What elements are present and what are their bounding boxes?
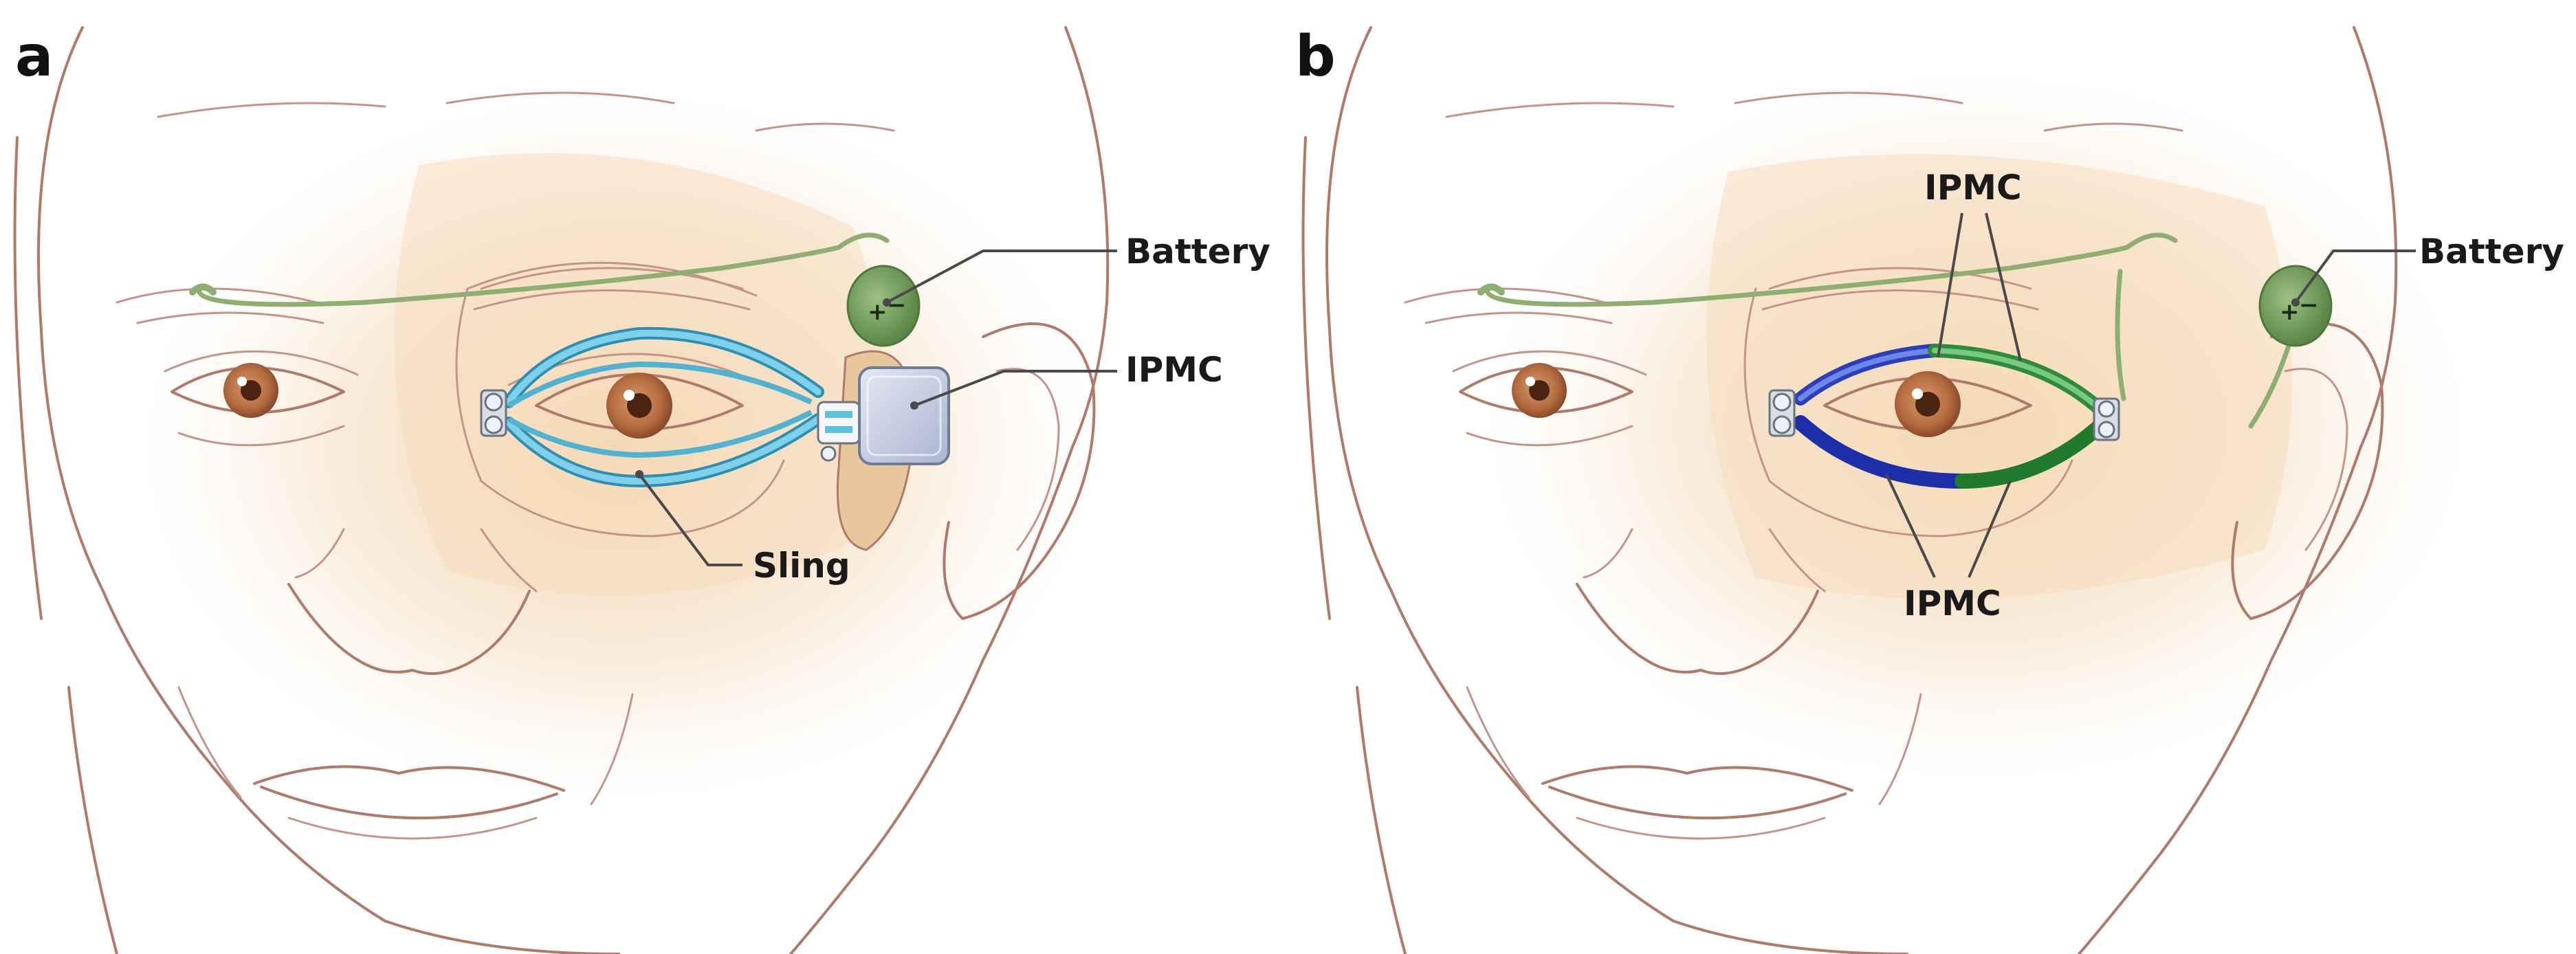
face-outline [37, 26, 1110, 954]
panel-a: + − [13, 24, 1270, 954]
label-ipmc: IPMC [1125, 350, 1223, 390]
svg-text:−: − [2299, 291, 2319, 319]
label-battery: Battery [2419, 232, 2564, 271]
anchor-screws [1768, 389, 2120, 441]
label-ipmc-top: IPMC [1924, 168, 2022, 208]
panel-a-illustration: + − [13, 24, 1270, 954]
label-battery: Battery [1125, 232, 1270, 271]
panel-b-illustration: + − b B [1295, 24, 2564, 954]
panel-label-b: b [1295, 24, 1336, 89]
panel-label-a: a [15, 24, 53, 89]
battery-wire [1485, 232, 2178, 307]
ipmc-device [858, 366, 950, 465]
panel-b: + − b B [1288, 0, 2576, 954]
sling [503, 326, 824, 488]
face-outline [1325, 26, 2398, 954]
anchor-screws [480, 389, 507, 437]
ipmc-strip-lower [1793, 415, 2107, 489]
label-sling: Sling [753, 546, 850, 586]
battery-wire [197, 232, 890, 307]
ipmc-strip-upper [1794, 344, 2106, 416]
label-ipmc-bottom: IPMC [1904, 584, 2001, 623]
battery-icon: + − [846, 265, 921, 347]
